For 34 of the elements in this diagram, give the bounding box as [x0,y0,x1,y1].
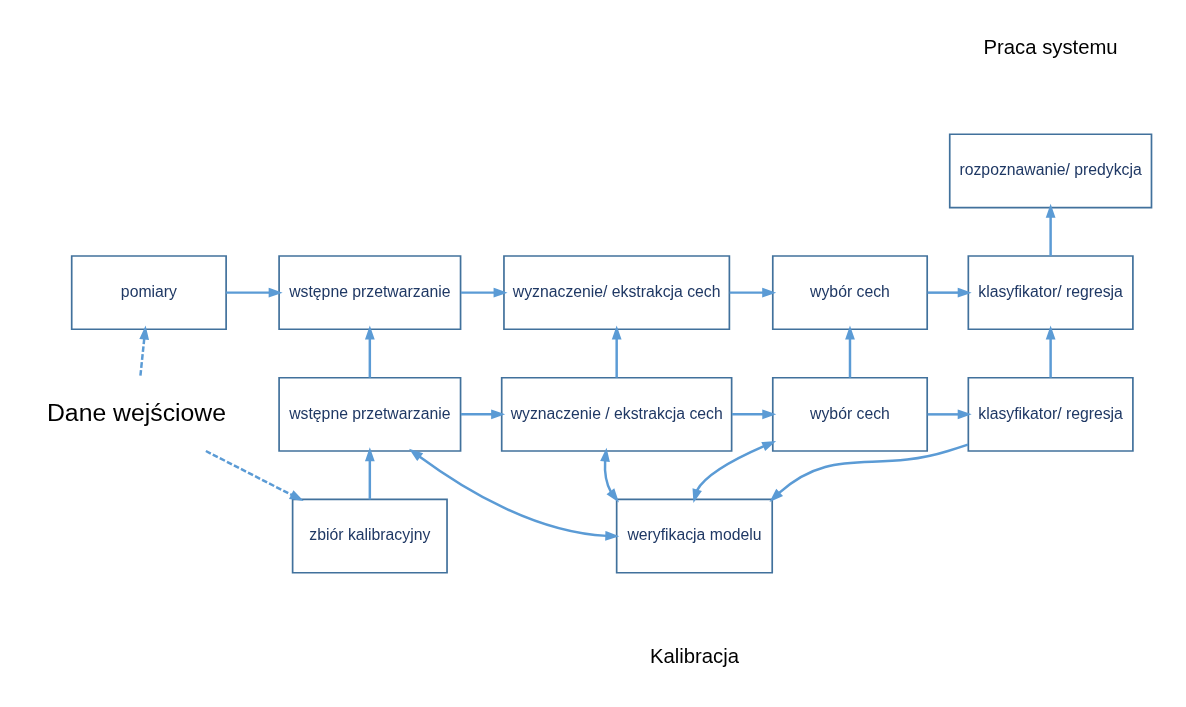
node-box: wybór cech [771,376,929,452]
arrow [205,449,304,502]
arrow [600,447,619,503]
label: Praca systemu [983,36,1118,59]
node-box: wyznaczenie / ekstrakcja cech [500,376,733,452]
arrow [364,325,375,378]
arrow [1045,203,1056,256]
node-text: Dane wejściowe [46,398,227,426]
node-box: zbiór kalibracyjny [291,498,448,574]
arrow [460,287,508,298]
arrow [409,448,620,541]
arrow [845,325,855,378]
node-box: klasyfikator/ regresja [967,255,1134,331]
arrow [692,441,777,504]
node-box: wstępne przetwarzanie [278,376,462,452]
node-box: weryfikacja modelu [615,498,774,574]
node-box: pomiary [70,255,227,331]
arrow [769,443,969,503]
arrow [138,325,150,378]
arrow [1045,325,1056,378]
arrow [729,287,777,298]
arrow [611,325,622,378]
arrow [927,287,972,298]
arrow [226,287,283,298]
arrow [364,447,375,500]
label: Kalibracja [649,644,739,667]
node-box: wstępne przetwarzanie [278,255,462,331]
node-box: wybór cech [771,255,929,331]
arrow [460,409,506,420]
node-box: rozpoznawanie/ predykcja [948,133,1153,209]
node-box: klasyfikator/ regresja [967,376,1134,452]
arrow [731,409,777,420]
arrow [927,409,972,420]
node-box: wyznaczenie/ ekstrakcja cech [503,255,731,331]
